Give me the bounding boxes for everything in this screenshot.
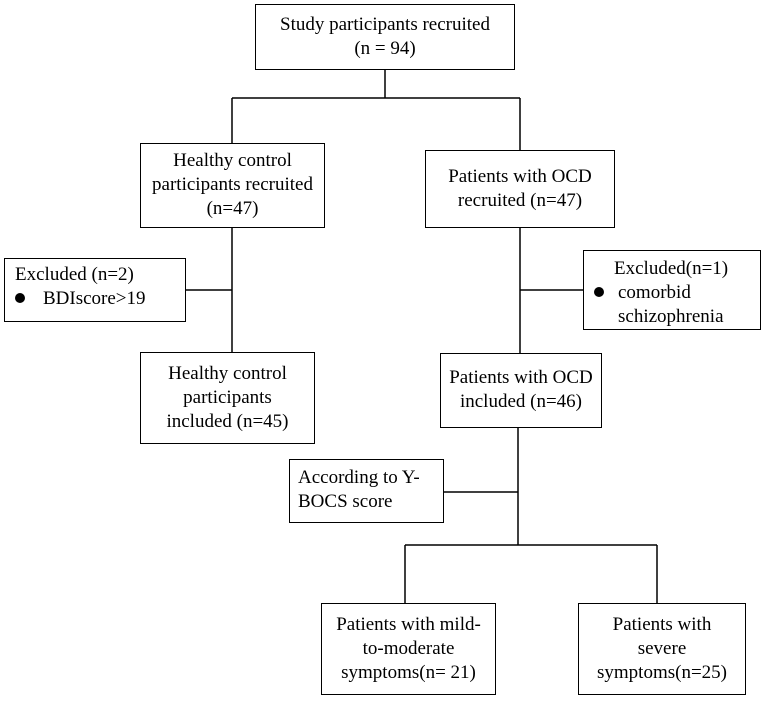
box-hc-included: Healthy control participants included (n… xyxy=(140,352,315,444)
box-ocd-excluded: Excluded(n=1) comorbid schizophrenia xyxy=(583,250,761,330)
box-hc-excluded: Excluded (n=2) BDIscore>19 xyxy=(4,258,186,322)
box-ocd-recruited: Patients with OCD recruited (n=47) xyxy=(425,150,615,228)
bullet-dot-icon xyxy=(594,286,604,297)
bullet-dot-icon xyxy=(15,292,25,303)
bullet-item: BDIscore>19 xyxy=(15,287,185,311)
box-ybocs: According to Y- BOCS score xyxy=(289,459,444,523)
bullet-item: comorbid xyxy=(594,281,760,305)
box-ocd-included: Patients with OCD included (n=46) xyxy=(440,353,602,428)
box-hc-recruited: Healthy control participants recruited (… xyxy=(140,143,325,228)
box-severe: Patients with severe symptoms(n=25) xyxy=(578,603,746,695)
box-recruited: Study participants recruited (n = 94) xyxy=(255,4,515,70)
box-mild: Patients with mild- to-moderate symptoms… xyxy=(321,603,496,695)
